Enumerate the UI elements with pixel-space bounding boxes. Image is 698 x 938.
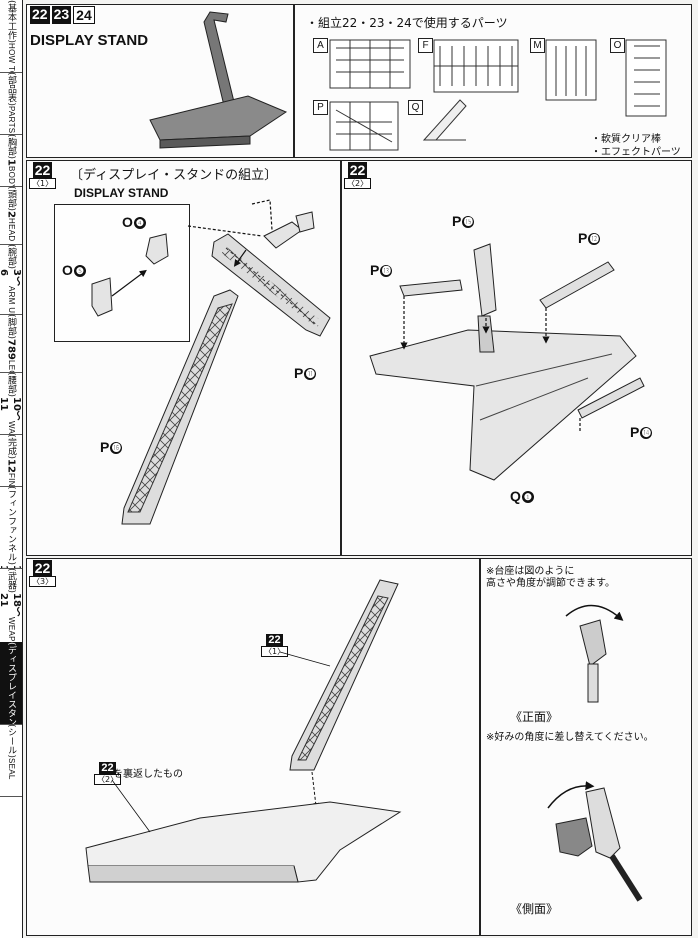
side-num-label: 18〜21: [0, 593, 22, 617]
ref-step-22-2: 22 〈2〉: [94, 762, 122, 785]
side-view-label: 《側面》: [510, 902, 559, 916]
side-num-label: 789: [5, 339, 17, 360]
note-effect-parts: ・エフェクトパーツ: [591, 147, 681, 158]
side-jp-label: (シール): [6, 724, 16, 759]
side-num-label: 13〜17: [0, 565, 22, 568]
step-number: 22: [347, 162, 368, 178]
step-22-1-badge: 22 〈1〉: [29, 162, 57, 189]
side-jp-label: (脚部): [6, 314, 16, 340]
runner-label-q: Q: [408, 100, 423, 115]
parts-used-heading: ・組立22・23・24で使用するパーツ: [306, 16, 508, 30]
runner-label-o: O: [610, 38, 625, 53]
side-en-label: PARTS LIST: [7, 106, 16, 135]
side-num-label: 3〜6: [0, 269, 22, 286]
side-en-label: FINAL ASSEMBLE: [6, 473, 16, 486]
sidebar-section-2: (胸部)1BODY UNIT: [0, 134, 22, 187]
side-jp-label: (武器): [6, 568, 16, 594]
ref-flipped-note: を裏返したもの: [113, 769, 183, 780]
header-step-23: 23: [51, 6, 72, 24]
step-sub: 〈2〉: [344, 178, 372, 189]
runner-label-m: M: [530, 38, 545, 53]
header-step-24: 24: [73, 6, 95, 24]
runner-label-f: F: [418, 38, 433, 53]
runner-label-p: P: [313, 100, 328, 115]
angle-adjust-note: ※台座は図のように 高さや角度が調節できます。: [486, 566, 615, 589]
side-jp-label: (部品表): [6, 72, 16, 107]
side-num-label: 10〜11: [0, 397, 22, 421]
side-num-label: 2: [5, 211, 17, 218]
side-jp-label: (胸部): [6, 134, 16, 160]
side-en-label: LEG UNIT: [6, 360, 16, 372]
section-sidebar: (基本工作)HOW TO(部品表)PARTS LIST(胸部)1BODY UNI…: [0, 0, 23, 938]
step-22-3-box: [26, 558, 480, 936]
sidebar-section-5: (脚部)789LEG UNIT: [0, 314, 22, 373]
front-view-label: 《正面》: [510, 710, 559, 724]
header-step-numbers: 22 23 24: [30, 6, 95, 24]
side-jp-label: (完成): [6, 434, 16, 460]
sidebar-section-0: (基本工作)HOW TO: [0, 0, 22, 73]
ref-step-22-1: 22 〈1〉: [261, 634, 289, 657]
page-title: DISPLAY STAND: [30, 32, 149, 49]
step-number: 22: [32, 162, 53, 178]
side-jp-label: (頭部): [6, 186, 16, 212]
sidebar-section-11: (シール)SEAL: [0, 724, 22, 797]
step-1-en-title: DISPLAY STAND: [74, 186, 169, 200]
side-jp-label: (腰部): [6, 372, 16, 398]
side-en-label: ARM UNIT: [7, 286, 16, 315]
side-en-label: HEAD UNIT: [7, 218, 16, 245]
step-22-3-badge: 22 〈3〉: [29, 560, 57, 587]
step-sub: 〈1〉: [29, 178, 57, 189]
side-en-label: WAIST UNIT: [6, 421, 16, 434]
header-stand-box: [26, 4, 294, 158]
sidebar-section-7: (完成)12FINAL ASSEMBLE: [0, 434, 22, 487]
angle-choice-note: ※好みの角度に差し替えてください。: [486, 732, 654, 743]
header-step-22: 22: [30, 6, 50, 24]
runner-label-a: A: [313, 38, 328, 53]
side-jp-label: (フィンファンネル): [6, 486, 16, 566]
side-jp-label: (ディスプレイスタンド): [6, 642, 16, 725]
angle-adjust-box: [480, 558, 692, 936]
sidebar-section-1: (部品表)PARTS LIST: [0, 72, 22, 135]
step-number: 22: [32, 560, 53, 576]
sidebar-section-8: (フィンファンネル)13〜17FIN FUNNEL: [0, 486, 22, 569]
side-en-label: HOW TO: [7, 43, 16, 73]
side-en-label: WEAPONS: [7, 616, 16, 643]
note-soft-clear-rod: ・軟質クリア棒: [591, 134, 661, 145]
side-jp-label: (腕部): [6, 244, 16, 270]
side-jp-label: (基本工作): [6, 0, 16, 44]
sidebar-section-6: (腰部)10〜11WAIST UNIT: [0, 372, 22, 435]
step-1-jp-title: 〔ディスプレイ・スタンドの組立〕: [70, 168, 278, 183]
side-en-label: BODY UNIT: [6, 166, 16, 186]
side-num-label: 12: [5, 459, 17, 473]
step-sub: 〈3〉: [29, 576, 57, 587]
side-en-label: SEAL: [7, 758, 16, 780]
side-num-label: 1: [5, 159, 17, 166]
step-22-2-badge: 22 〈2〉: [344, 162, 372, 189]
